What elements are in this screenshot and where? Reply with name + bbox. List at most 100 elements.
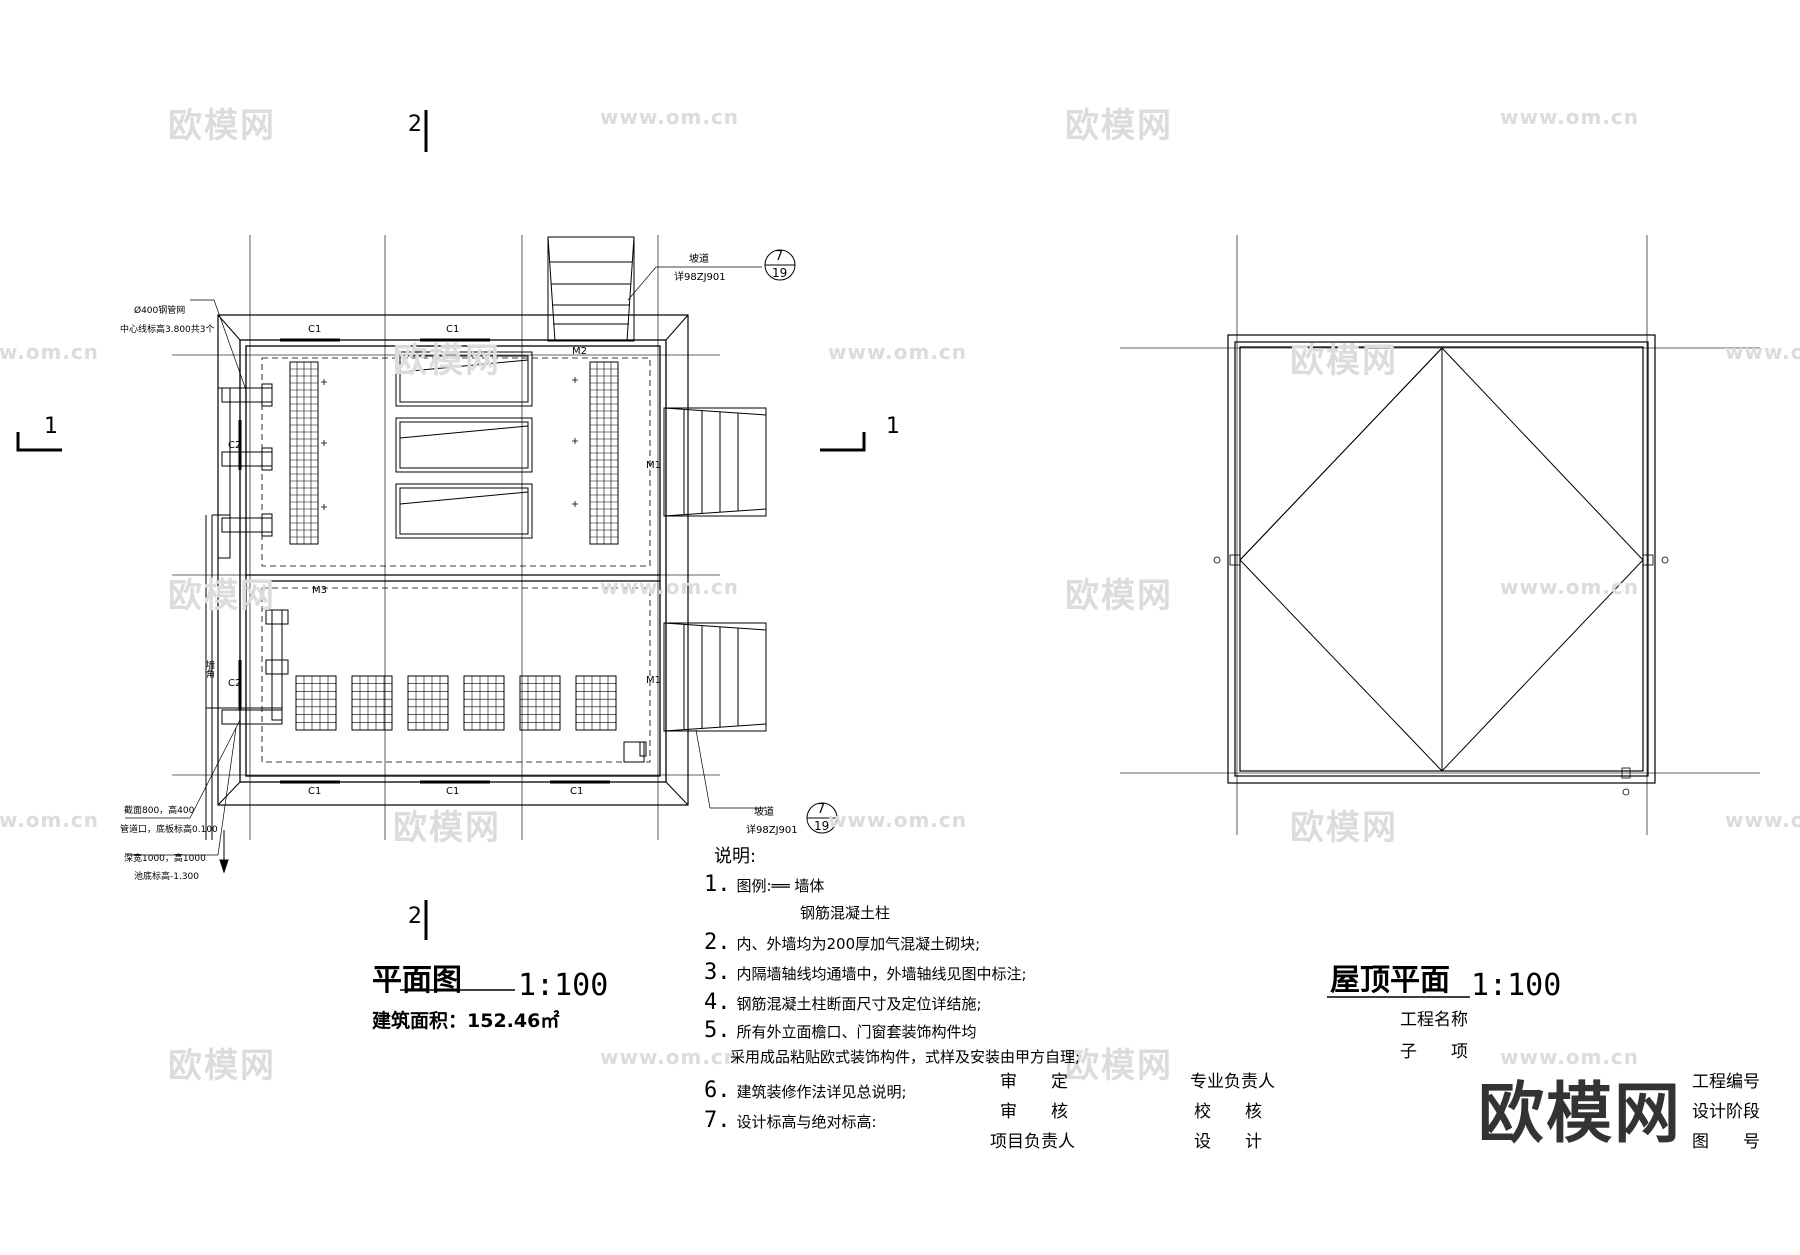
watermark: 欧模网	[168, 106, 276, 146]
note-item: 6. 建筑装修作法详见总说明;	[704, 1078, 907, 1103]
ramp-ref-label: 详98ZJ901	[746, 825, 798, 836]
tile-strip-left	[289, 361, 319, 545]
watermark: www.om.cn	[600, 1045, 740, 1069]
roof-axis-lines	[1120, 235, 1760, 835]
note-text: 建筑装修作法详见总说明;	[736, 1083, 907, 1101]
note-number: 3.	[704, 960, 731, 985]
ramp-top	[547, 236, 635, 342]
watermark: www.om.cn	[0, 340, 100, 364]
tile-strip-right	[589, 361, 619, 545]
titleblock-field: 校 核	[1194, 1102, 1262, 1122]
section-mark-label: 2	[408, 904, 422, 929]
note-text: 内、外墙均为200厚加气混凝土砌块;	[736, 935, 981, 953]
watermark: 欧模网	[168, 576, 276, 616]
annotation: 池底标高-1.300	[134, 872, 200, 882]
note-item: 5.所有外立面檐口、门窗套装饰构件均	[704, 1018, 977, 1043]
roof-scale: 1:100	[1471, 968, 1562, 1003]
pipes-left	[205, 383, 647, 840]
pipe-elev-label: 中心线标高3.800共3个	[120, 325, 215, 335]
watermark: 欧模网	[1065, 106, 1173, 146]
watermark: www.om.cn	[1500, 1045, 1640, 1069]
notes-heading: 说明:	[714, 846, 757, 867]
pools	[395, 351, 533, 539]
annotation: 深宽1000，高1000	[124, 854, 206, 864]
note-text: 内隔墙轴线均通墙中，外墙轴线见图中标注;	[736, 965, 1027, 983]
watermark: 欧模网	[393, 341, 501, 381]
watermark: www.om.cn	[828, 340, 968, 364]
section-mark-label: 2	[408, 112, 422, 137]
plan-scale: 1:100	[518, 968, 609, 1003]
watermark: www.om.cn	[1500, 105, 1640, 129]
watermark: www.om.cn	[1725, 340, 1800, 364]
watermark: www.om.cn	[1500, 575, 1640, 599]
window-label: C1	[570, 786, 584, 797]
note-item: 3. 内隔墙轴线均通墙中，外墙轴线见图中标注;	[704, 960, 1027, 985]
detail-sheet: 19	[772, 266, 788, 280]
section-mark-label: 1	[44, 414, 58, 439]
watermark: www.om.cn	[600, 575, 740, 599]
wall-note-label: 墙角	[204, 660, 214, 678]
note-item: 7.设计标高与绝对标高:	[704, 1108, 877, 1133]
plan-area: 建筑面积：152.46㎡	[372, 1010, 560, 1032]
project-name-label: 工程名称	[1400, 1010, 1468, 1030]
detail-circles	[764, 249, 838, 834]
ramp-label: 坡道	[689, 254, 709, 265]
window-label: C1	[308, 786, 322, 797]
window-label: C1	[446, 324, 460, 335]
note-item: 4.钢筋混凝土柱断面尺寸及定位详结施;	[704, 990, 982, 1015]
section-marks	[16, 110, 866, 940]
note-text: 所有外立面檐口、门窗套装饰构件均	[736, 1023, 977, 1041]
note-item: 钢筋混凝土柱	[800, 902, 890, 923]
detail-number: 7	[817, 802, 826, 817]
note-number: 2.	[704, 930, 731, 955]
note-number: 4.	[704, 990, 731, 1015]
annotation: 截面800，高400	[124, 806, 195, 816]
watermark: 欧模网	[393, 808, 501, 848]
roof-ridges	[1239, 347, 1644, 772]
titleblock-field: 专业负责人	[1190, 1072, 1275, 1092]
watermark: 欧模网	[1290, 808, 1398, 848]
watermark: www.om.cn	[828, 808, 968, 832]
ramp-label: 坡道	[754, 807, 774, 818]
note-text: 采用成品粘贴欧式装饰构件，式样及安装由甲方自理;	[730, 1048, 1081, 1066]
ramp-right-upper	[663, 407, 767, 517]
window-label: C2	[228, 678, 242, 689]
sub-item-label: 子 项	[1400, 1042, 1468, 1062]
roof-title: 屋顶平面	[1330, 963, 1450, 998]
note-item: 2. 内、外墙均为200厚加气混凝土砌块;	[704, 930, 980, 955]
door-label: M2	[572, 346, 587, 357]
detail-sheet: 19	[814, 819, 830, 833]
pipe-label: Ø400钢管网	[134, 306, 186, 316]
watermark: www.om.cn	[600, 105, 740, 129]
watermark: 欧模网	[1065, 576, 1173, 616]
door-label: M1	[646, 675, 661, 686]
door-label: M3	[312, 585, 327, 596]
tile-squares	[295, 675, 617, 731]
note-text: 图例:══ 墙体	[736, 877, 825, 895]
titleblock-field: 审 核	[1000, 1102, 1068, 1122]
note-text: 钢筋混凝土柱	[800, 904, 891, 922]
note-item: 1. 图例:══ 墙体	[704, 872, 824, 897]
ramp-ref-label: 详98ZJ901	[674, 272, 726, 283]
note-item: 采用成品粘贴欧式装饰构件，式样及安装由甲方自理;	[730, 1046, 1080, 1067]
plan-title: 平面图	[372, 963, 462, 998]
watermark: 欧模网	[1065, 1046, 1173, 1086]
titleblock-field: 设 计	[1194, 1132, 1262, 1152]
note-number: 7.	[704, 1108, 731, 1133]
titleblock-field: 项目负责人	[990, 1132, 1075, 1152]
section-mark-label: 1	[886, 414, 900, 439]
titleblock-field: 设计阶段	[1692, 1102, 1760, 1122]
watermark: 欧模网	[1290, 341, 1398, 381]
note-number: 6.	[704, 1078, 731, 1103]
watermark: 欧模网	[168, 1046, 276, 1086]
brand-logo: 欧模网	[1478, 1075, 1682, 1152]
plan-eave-outline	[217, 314, 689, 806]
plan-windows	[238, 338, 610, 784]
window-label: C1	[308, 324, 322, 335]
door-label: M1	[646, 460, 661, 471]
window-label: C1	[446, 786, 460, 797]
detail-number: 7	[775, 249, 784, 264]
titleblock-field: 审 定	[1000, 1072, 1068, 1092]
note-number: 1.	[704, 872, 731, 897]
